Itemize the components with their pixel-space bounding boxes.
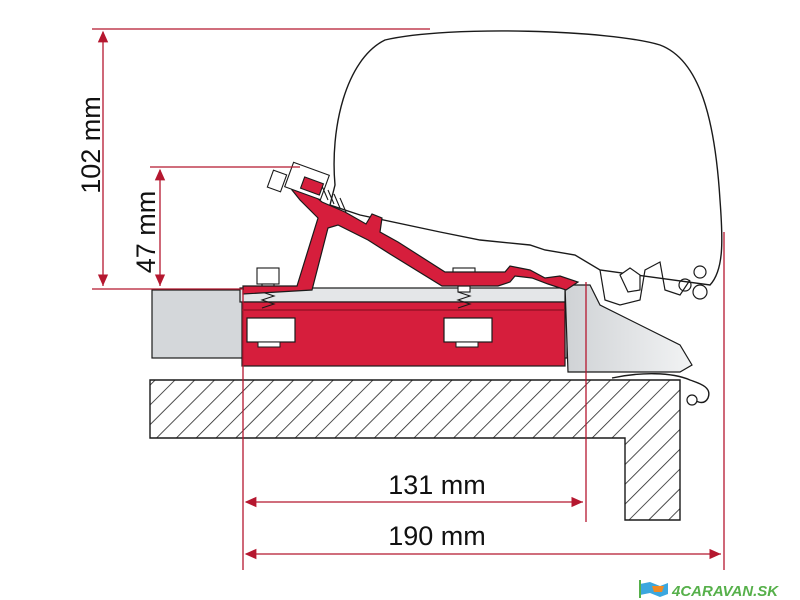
watermark-logo: 4CARAVAN.SK bbox=[639, 580, 779, 600]
dimension-label-190mm: 190 mm bbox=[388, 521, 486, 551]
end-clamp-hook bbox=[611, 373, 710, 404]
end-clamp bbox=[564, 284, 693, 373]
slot-nut-right bbox=[443, 317, 493, 343]
watermark-brand: 4CARAVAN.SK bbox=[671, 583, 779, 600]
end-clamp-pin bbox=[686, 394, 698, 406]
dimension-lines bbox=[92, 28, 725, 570]
slot-nut-left bbox=[246, 317, 296, 343]
dimension-label-131mm: 131 mm bbox=[388, 470, 486, 500]
dimension-label-102mm: 102 mm bbox=[76, 96, 106, 194]
adapter-block-red bbox=[241, 301, 566, 367]
dimension-label-47mm: 47 mm bbox=[131, 191, 161, 274]
caravan-flag-icon bbox=[639, 580, 668, 598]
awning-cassette-outline bbox=[329, 30, 723, 286]
wall-section-hatched bbox=[149, 379, 681, 521]
adjustment-screw bbox=[266, 161, 347, 213]
awning-profile-detail bbox=[599, 261, 708, 306]
